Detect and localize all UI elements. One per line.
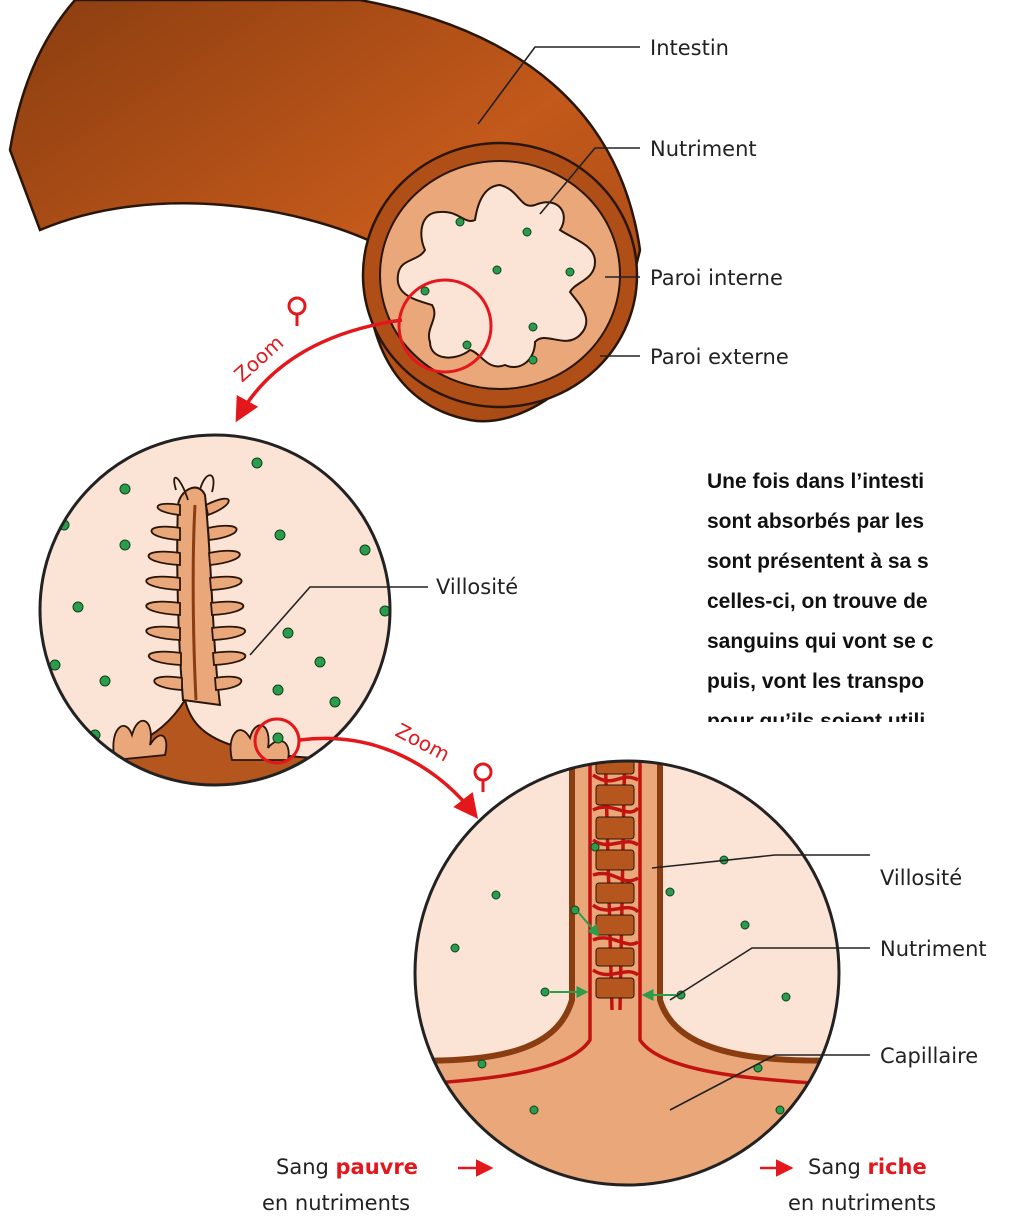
nutrient-dot <box>493 266 501 274</box>
nutrient-dot <box>456 218 464 226</box>
zoom-text-2: Zoom <box>392 718 454 766</box>
nutrient-dot <box>529 356 537 364</box>
sang-pauvre-prefix: Sang <box>276 1155 336 1179</box>
label-paroi-externe: Paroi externe <box>650 345 789 369</box>
caption-line: sanguins qui vont se c <box>707 622 1013 662</box>
label-paroi-interne: Paroi interne <box>650 266 783 290</box>
nutrient-dot <box>566 268 574 276</box>
label-villosite-bottom: Villosité <box>880 866 962 890</box>
caption-line: puis, vont les transpo <box>707 662 1013 702</box>
nutrient-dot <box>421 287 429 295</box>
caption-line: sont absorbés par les <box>707 502 1013 542</box>
label-villosite-mid: Villosité <box>436 575 518 599</box>
label-intestin: Intestin <box>650 36 729 60</box>
magnifier-icon <box>289 298 305 326</box>
nutrient-dot <box>463 341 471 349</box>
label-nutriment-bottom: Nutriment <box>880 937 987 961</box>
label-sang-pauvre: Sang pauvre <box>276 1155 418 1179</box>
capillary-zoom-circle <box>400 690 850 1190</box>
sang-pauvre-word: pauvre <box>336 1155 418 1179</box>
intestine-cross-section <box>363 143 637 407</box>
label-sang-riche: Sang riche <box>808 1155 927 1179</box>
sang-riche-word: riche <box>868 1155 927 1179</box>
sang-riche-prefix: Sang <box>808 1155 868 1179</box>
caption-line: celles-ci, on trouve de <box>707 582 1013 622</box>
label-capillaire: Capillaire <box>880 1044 978 1068</box>
nutrient-dot <box>523 228 531 236</box>
label-nutriment-top: Nutriment <box>650 137 757 161</box>
magnifier-icon <box>475 764 491 792</box>
villus-zoom-circle <box>40 435 390 790</box>
caption-line: Une fois dans l’intesti <box>707 462 1013 502</box>
caption-paragraph: Une fois dans l’intesti sont absorbés pa… <box>707 462 1013 722</box>
label-sang-pauvre-suffix: en nutriments <box>262 1191 410 1215</box>
nutrient-dot <box>529 323 537 331</box>
label-sang-riche-suffix: en nutriments <box>788 1191 936 1215</box>
zoom-text-1: Zoom <box>229 330 288 386</box>
caption-line: sont présentent à sa s <box>707 542 1013 582</box>
caption-line: pour qu’ils soient utili <box>707 702 1013 722</box>
